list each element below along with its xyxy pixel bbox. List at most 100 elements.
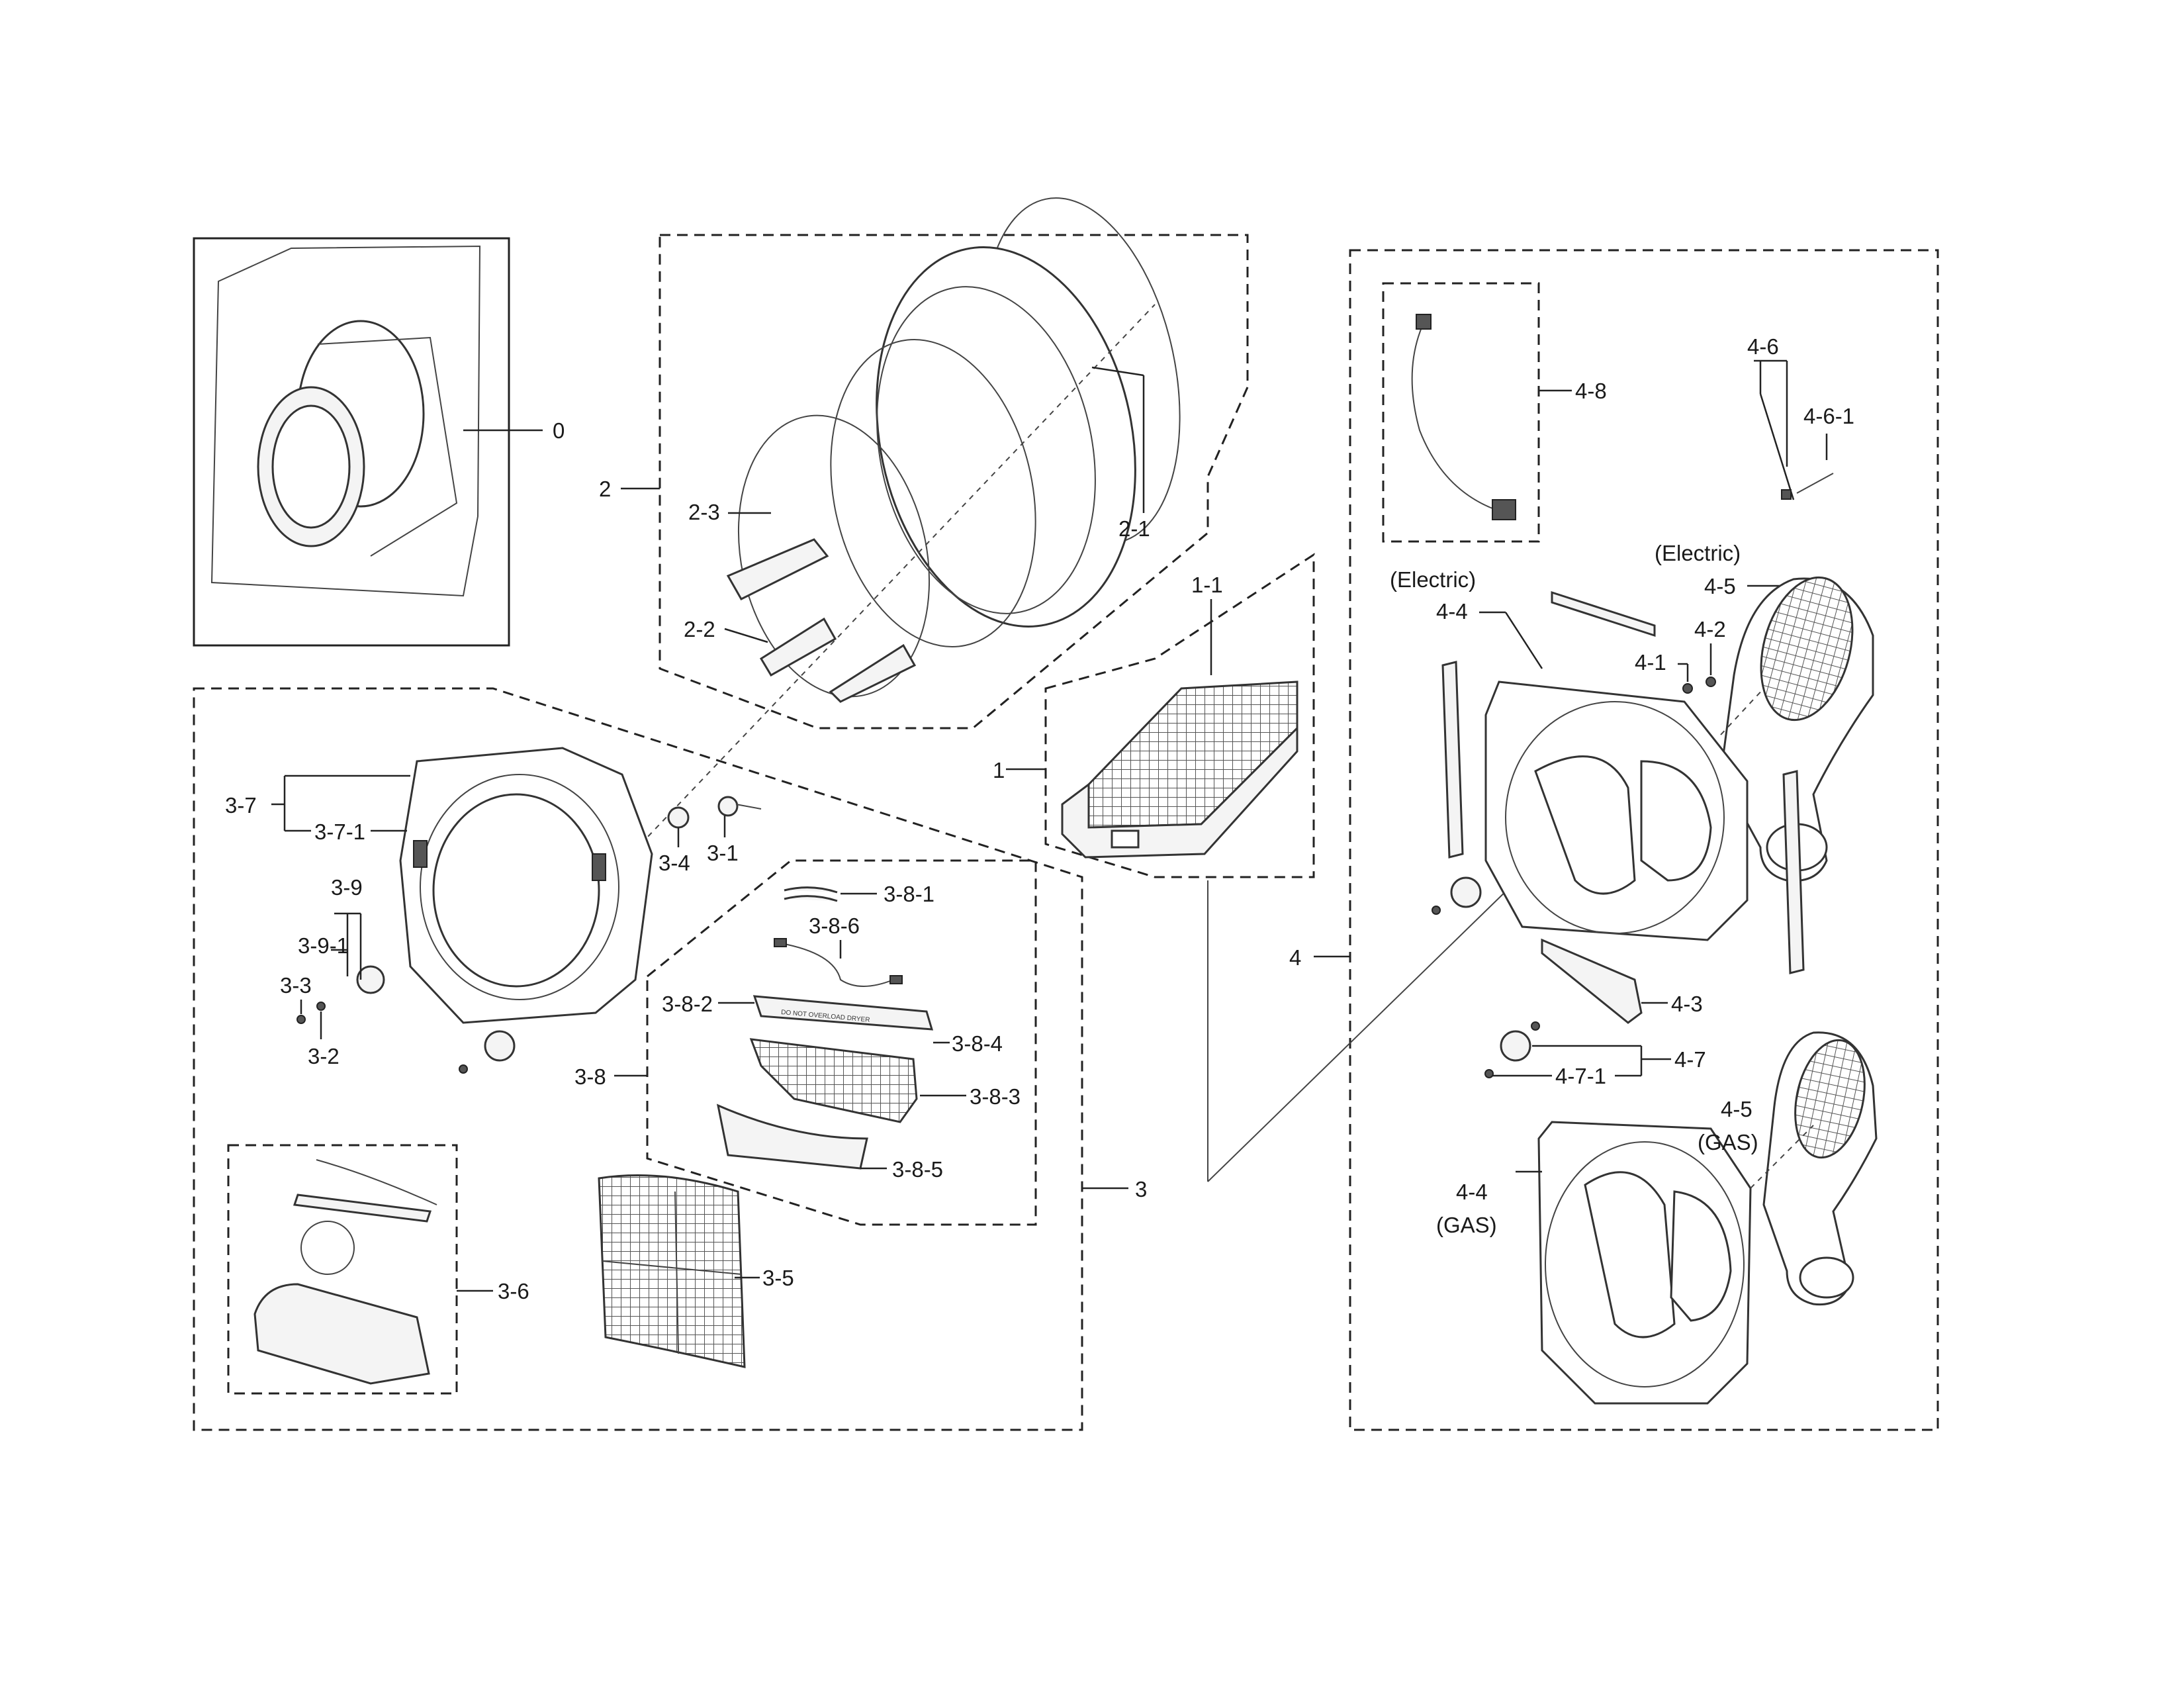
label-4-1: 4-1: [1635, 650, 1666, 675]
group-0-frame: [193, 237, 510, 647]
part-4-4-electric-window: [1640, 760, 1712, 882]
part-3-9-roller-upper: [356, 965, 385, 994]
leader-2-1: [1091, 366, 1144, 377]
part-3-6-strip: [293, 1194, 432, 1223]
label-4-7-1: 4-7-1: [1555, 1064, 1606, 1088]
label-4-5-electric: 4-5: [1704, 574, 1736, 598]
label-3-6: 3-6: [498, 1279, 529, 1303]
part-4-8-plug-top: [1416, 314, 1432, 330]
group-0-drum-assembly: 0: [193, 237, 565, 647]
filter-guide-mesh: [1087, 680, 1298, 829]
group-3-front-frame: 3 3-7 3-7-1 3-4 3-1 3-9 3-9-1 3-3: [193, 687, 1147, 1431]
filter-guide-latch: [1111, 829, 1140, 849]
label-3-8-5: 3-8-5: [892, 1157, 943, 1182]
label-3-8-3: 3-8-3: [970, 1084, 1021, 1109]
drum-assembly-opening: [271, 404, 351, 529]
part-4-7-roller-upper: [1450, 876, 1482, 908]
part-3-8-6-connector: [774, 938, 787, 947]
gas-duct-axis: [1750, 1125, 1814, 1189]
label-3-8-4: 3-8-4: [952, 1031, 1003, 1056]
label-4-6: 4-6: [1747, 334, 1779, 359]
group-3-8-boundary: [646, 859, 1037, 1226]
part-4-4-gas-window: [1670, 1190, 1732, 1322]
label-2-1: 2-1: [1118, 516, 1150, 541]
front-frame-tab-right: [592, 853, 606, 881]
part-4-5-gas-mesh: [1794, 1039, 1866, 1159]
part-4-4-gas-ring: [1545, 1141, 1745, 1387]
leader-4-6-d: [1759, 393, 1795, 500]
part-4-4-electric-channel: [1534, 755, 1636, 895]
label-4-4-gas: 4-4: [1456, 1180, 1488, 1204]
part-3-6-gasket: [300, 1221, 355, 1275]
label-4: 4: [1289, 945, 1301, 970]
part-4-6-1-fuse: [1796, 473, 1834, 494]
label-electric-4-5: (Electric): [1655, 541, 1741, 565]
part-4-2-washer: [1706, 677, 1716, 687]
group-2-boundary: [659, 234, 1249, 729]
label-3-8-1: 3-8-1: [884, 882, 934, 906]
part-3-8-5-frame: [716, 1103, 868, 1170]
drum-body: [876, 246, 1136, 628]
label-electric-4-4: (Electric): [1390, 567, 1476, 592]
part-4-7-roller-lower: [1500, 1030, 1531, 1062]
part-4-7-washer: [1531, 1021, 1540, 1031]
label-3-2: 3-2: [308, 1044, 340, 1068]
leader-4-4-e-b: [1504, 612, 1543, 669]
label-0: 0: [553, 418, 565, 443]
label-gas-4-5: (GAS): [1698, 1130, 1758, 1154]
front-frame-ring-outer: [420, 774, 619, 1000]
drum-rib: [876, 286, 1096, 614]
part-4-4-electric-ring: [1505, 701, 1725, 934]
label-4-7: 4-7: [1674, 1047, 1706, 1072]
front-frame-opening: [432, 793, 600, 988]
label-3-1: 3-1: [707, 841, 739, 865]
label-2-2: 2-2: [684, 617, 715, 641]
drum-axis-line: [618, 304, 1156, 868]
label-4-8: 4-8: [1575, 379, 1607, 403]
part-4-8-harness: [1411, 324, 1496, 510]
label-3-8-2: 3-8-2: [662, 992, 713, 1016]
front-frame-screw: [459, 1064, 468, 1074]
label-1: 1: [993, 758, 1005, 782]
label-3-8: 3-8: [574, 1064, 606, 1089]
group-4-8-boundary: [1382, 282, 1540, 543]
label-2-3: 2-3: [688, 500, 720, 524]
part-4-4-gas-channel: [1584, 1171, 1676, 1338]
lint-filter-divider-h: [602, 1260, 742, 1275]
drum-lifter-lower: [829, 643, 917, 703]
group-3-6-duct: 3-6: [227, 1144, 529, 1395]
group-4-rear-frame: 4 4-8 4-6 4-6-1 (Electric) 4-4 (Electric…: [1207, 249, 1939, 1431]
label-4-5-gas: 4-5: [1721, 1097, 1752, 1121]
part-4-1-bolt: [1682, 683, 1693, 694]
part-3-8-6-connector-b: [889, 975, 903, 984]
label-1-1: 1-1: [1191, 573, 1223, 597]
part-3-5-lint-filter: 3-5: [598, 1174, 794, 1368]
part-rear-bracket: [1551, 590, 1656, 637]
part-rail-left: [1441, 661, 1464, 859]
part-4-7-1-screw-lower: [1484, 1069, 1494, 1078]
part-3-1-sensor: [717, 796, 739, 817]
group-3-8-filter-housing: 3-8 3-8-1 3-8-6 DO NOT OVERLOAD DRYER 3-…: [574, 859, 1037, 1226]
label-4-4-electric: 4-4: [1436, 599, 1468, 624]
part-4-8-plug-bottom: [1492, 499, 1516, 520]
drum-lifter-middle: [759, 617, 837, 677]
part-3-8-1-seal: [784, 886, 838, 894]
label-3-9-1: 3-9-1: [298, 933, 349, 958]
group-1-boundary: [1044, 553, 1315, 878]
filter-guide-base: [1061, 726, 1298, 859]
label-3-3: 3-3: [280, 973, 312, 998]
part-4-5-electric-mesh: [1760, 576, 1854, 722]
part-3-9-roller-lower: [484, 1030, 516, 1062]
part-3-8-4-cover: [752, 995, 934, 1031]
label-3: 3: [1135, 1177, 1147, 1201]
part-3-1-wire: [735, 804, 762, 810]
label-3-7: 3-7: [225, 793, 257, 818]
part-4-5-gas-outlet: [1799, 1256, 1854, 1299]
label-4-2: 4-2: [1694, 617, 1726, 641]
group-1-filter-guide: 1 1-1: [993, 553, 1315, 878]
drum-lifter-upper: [726, 538, 829, 600]
group-4-boundary: [1349, 249, 1939, 1431]
leader-2-2: [724, 628, 768, 643]
lint-filter-divider: [674, 1191, 679, 1354]
